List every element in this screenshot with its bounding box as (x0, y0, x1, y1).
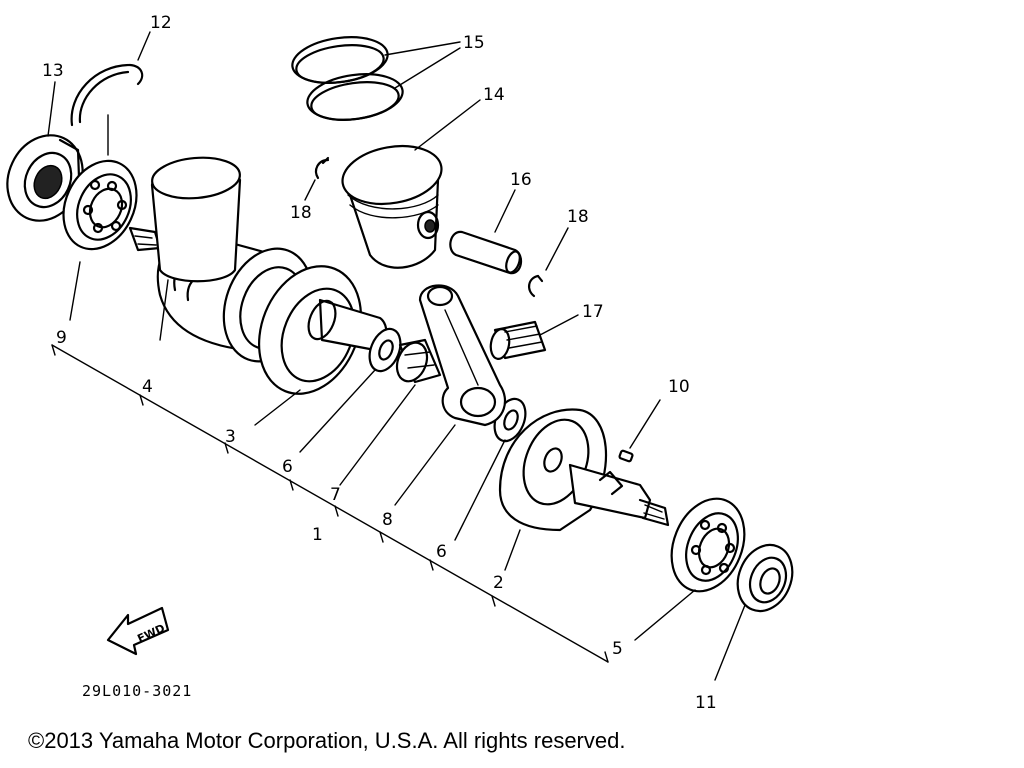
part-14-piston (341, 99, 481, 269)
callout-7: 7 (330, 485, 341, 505)
callout-4: 4 (142, 377, 153, 397)
part-17-needle-bearing (489, 314, 579, 360)
diagram-part-code: 29L010-3021 (82, 682, 192, 700)
callout-14: 14 (483, 85, 505, 105)
callout-8: 8 (382, 510, 393, 530)
callout-5: 5 (612, 639, 623, 659)
callout-13: 13 (42, 61, 64, 81)
callout-11: 11 (695, 693, 717, 713)
part-6-thrust-washer-a (299, 327, 402, 453)
part-15-piston-rings (291, 36, 461, 121)
part-12-circlip (70, 31, 151, 127)
callout-17: 17 (582, 302, 604, 322)
callout-18a: 18 (290, 203, 312, 223)
callout-2: 2 (493, 573, 504, 593)
copyright-notice: ©2013 Yamaha Motor Corporation, U.S.A. A… (28, 728, 626, 753)
part-18-circlip-b (528, 227, 569, 298)
callout-18b: 18 (567, 207, 589, 227)
callout-15: 15 (463, 33, 485, 53)
callout-9: 9 (56, 328, 67, 348)
part-7-needle-bearing (339, 338, 442, 486)
callout-6b: 6 (436, 542, 447, 562)
part-11-oil-seal (714, 543, 794, 681)
part-18-circlip-a (304, 156, 330, 201)
part-10-woodruff-key (618, 399, 661, 463)
callout-12: 12 (150, 13, 172, 33)
part-9-bearing (62, 114, 138, 321)
callout-labels: 1 2 3 4 5 6 6 7 8 9 10 11 12 13 14 15 16… (42, 13, 717, 713)
callout-1: 1 (312, 525, 323, 545)
fwd-arrow-icon: FWD (106, 606, 170, 656)
callout-6a: 6 (282, 457, 293, 477)
callout-10: 10 (668, 377, 690, 397)
part-3-crank-wheel (254, 265, 388, 426)
part-5-bearing (634, 497, 746, 641)
assembly-bracket (51, 344, 609, 663)
part-16-piston-pin (449, 189, 523, 275)
callout-3: 3 (225, 427, 236, 447)
callout-16: 16 (510, 170, 532, 190)
part-8-connecting-rod (394, 284, 507, 506)
part-2-crank-right (498, 408, 670, 571)
